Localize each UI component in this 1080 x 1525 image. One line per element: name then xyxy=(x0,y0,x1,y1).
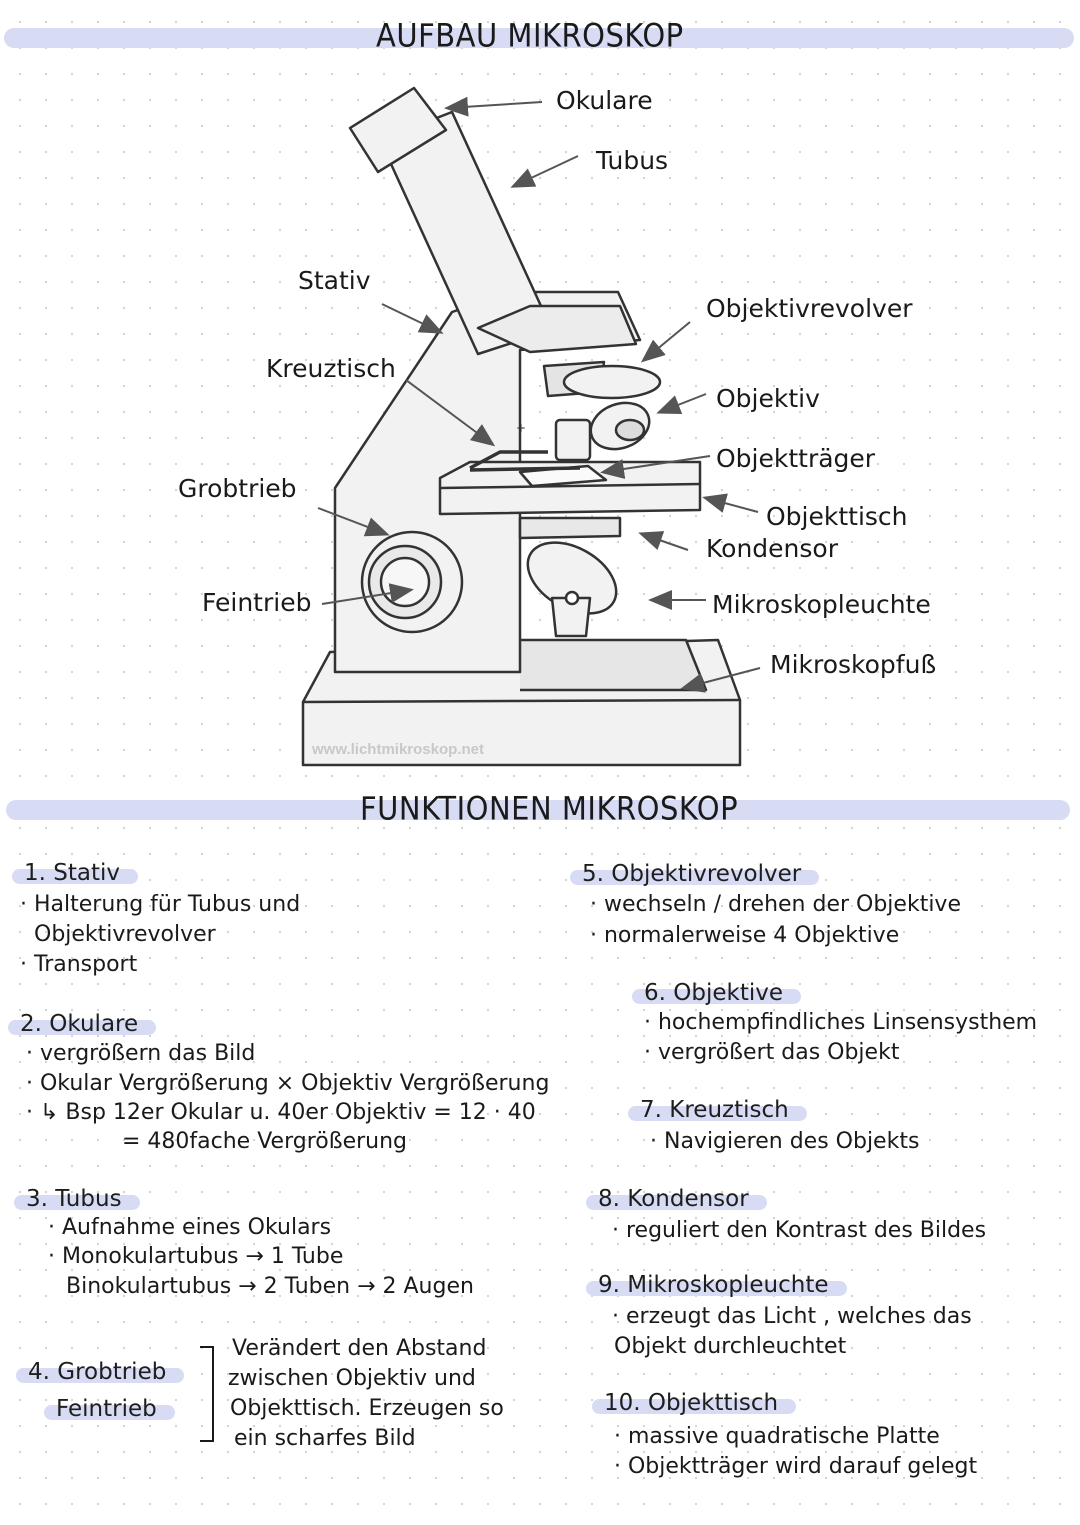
section-grobtrieb-title: 4. Grobtrieb xyxy=(16,1361,185,1384)
microscope-stage xyxy=(438,460,702,516)
bracket xyxy=(200,1346,214,1442)
section-objekttisch-title: 10. Objekttisch xyxy=(592,1392,797,1415)
label-objekttisch: Objekttisch xyxy=(766,502,908,531)
label-objekttraeger: Objektträger xyxy=(716,444,876,473)
section-trieb-line: ein scharfes Bild xyxy=(234,1426,416,1451)
section-okulare-line: · Okular Vergrößerung × Objektiv Vergröß… xyxy=(26,1071,550,1096)
section-kreuztisch-title: 7. Kreuztisch xyxy=(628,1099,807,1122)
section-objekttisch-line: · massive quadratische Platte xyxy=(614,1424,940,1449)
label-kreuztisch: Kreuztisch xyxy=(266,354,396,383)
section-mikroskopleuchte-line: Objekt durchleuchtet xyxy=(614,1334,847,1359)
label-objektiv: Objektiv xyxy=(716,384,820,413)
section-tubus-line: · Aufnahme eines Okulars xyxy=(48,1215,332,1240)
label-feintrieb: Feintrieb xyxy=(202,588,312,617)
section-stativ-line: · Halterung für Tubus und xyxy=(20,892,301,917)
section-objektivrevolver-line: · wechseln / drehen der Objektive xyxy=(590,892,961,917)
label-tubus: Tubus xyxy=(596,146,669,175)
microscope-eyepiece xyxy=(348,86,448,174)
section-feintrieb-title: Feintrieb xyxy=(44,1398,175,1421)
section-objektive-line: · vergrößert das Objekt xyxy=(644,1040,900,1065)
section-trieb-line: Objekttisch. Erzeugen so xyxy=(230,1396,504,1421)
section-kreuztisch-line: · Navigieren des Objekts xyxy=(650,1129,920,1154)
section-okulare-line: = 480fache Vergrößerung xyxy=(122,1129,408,1154)
section-objektivrevolver-title: 5. Objektivrevolver xyxy=(570,863,820,886)
label-mikroskopleuchte: Mikroskopleuchte xyxy=(712,590,931,619)
label-mikroskopfuss: Mikroskopfuß xyxy=(770,650,937,679)
section-okulare-line: · vergrößern das Bild xyxy=(26,1041,256,1066)
svg-text:+: + xyxy=(516,421,526,435)
section-kondensor-line: · reguliert den Kontrast des Bildes xyxy=(612,1218,987,1243)
section-mikroskopleuchte-title: 9. Mikroskopleuchte xyxy=(586,1274,847,1297)
label-grobtrieb: Grobtrieb xyxy=(178,474,297,503)
label-okulare: Okulare xyxy=(556,86,653,115)
label-kondensor: Kondensor xyxy=(706,534,838,563)
section-objektivrevolver-line: · normalerweise 4 Objektive xyxy=(590,923,900,948)
section-tubus-title: 3. Tubus xyxy=(14,1188,140,1211)
section-tubus-line: · Monokulartubus → 1 Tube xyxy=(48,1244,344,1269)
section-kondensor-title: 8. Kondensor xyxy=(586,1188,767,1211)
section-objektive-line: · hochempfindliches Linsensysthem xyxy=(644,1010,1038,1035)
section-stativ-title: 1. Stativ xyxy=(12,862,138,885)
watermark: www.lichtmikroskop.net xyxy=(312,741,484,758)
section-trieb-line: zwischen Objektiv und xyxy=(228,1366,476,1391)
section-stativ-line: Objektivrevolver xyxy=(34,922,216,947)
label-objektivrevolver: Objektivrevolver xyxy=(706,294,913,323)
section-objekttisch-line: · Objektträger wird darauf gelegt xyxy=(614,1454,978,1479)
heading-highlight-top xyxy=(4,28,1074,48)
section-mikroskopleuchte-line: · erzeugt das Licht , welches das xyxy=(612,1304,972,1329)
microscope-diagram: + xyxy=(301,86,761,767)
section-stativ-line: · Transport xyxy=(20,952,138,977)
page-title-bottom: FUNKTIONEN MIKROSKOP xyxy=(360,789,739,828)
section-tubus-line: Binokulartubus → 2 Tuben → 2 Augen xyxy=(66,1274,474,1299)
section-objektive-title: 6. Objektive xyxy=(632,982,801,1005)
heading-highlight-bottom xyxy=(6,800,1070,820)
page-title-top: AUFBAU MIKROSKOP xyxy=(376,16,684,55)
section-okulare-line: · ↳ Bsp 12er Okular u. 40er Objektiv = 1… xyxy=(26,1100,536,1125)
section-trieb-line: Verändert den Abstand xyxy=(232,1336,487,1361)
section-okulare-title: 2. Okulare xyxy=(8,1013,157,1036)
label-stativ: Stativ xyxy=(298,266,371,295)
